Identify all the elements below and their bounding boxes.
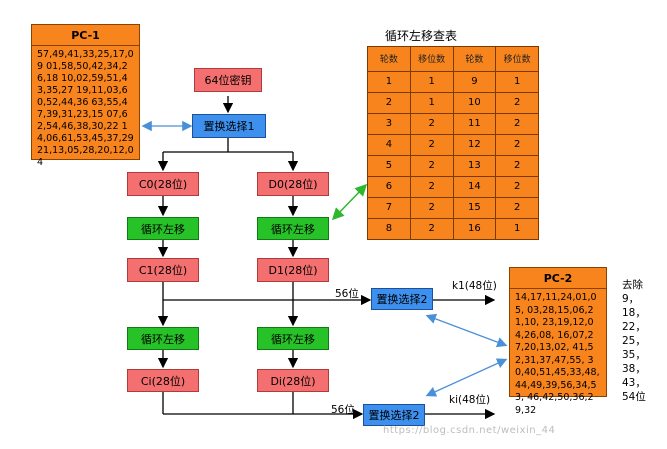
left-shift-box-c-1: 循环左移 (127, 217, 199, 240)
removed-item: 22， (622, 321, 646, 333)
header-shift: 移位数 (495, 46, 539, 72)
ki-label: ki(48位) (449, 394, 491, 406)
table-cell: 2 (495, 133, 539, 156)
pc2-select-box-1: 置换选择2 (371, 288, 433, 310)
header-round: 轮数 (452, 46, 497, 72)
table-cell: 1 (495, 217, 539, 241)
pc1-box: PC-1 57,49,41,33,25,17,09 01,58,50,42,34… (31, 24, 140, 168)
table-cell: 6 (367, 175, 411, 198)
di-box: Di(28位) (257, 369, 329, 392)
table-cell: 2 (495, 112, 539, 135)
table-cell: 8 (367, 217, 411, 241)
removed-title: 去除 (622, 279, 643, 291)
ci-box: Ci(28位) (127, 369, 199, 392)
table-cell: 15 (452, 196, 497, 219)
table-cell: 13 (452, 154, 497, 177)
table-cell: 10 (452, 91, 497, 114)
left-shift-box-d-1: 循环左移 (257, 217, 329, 240)
shift-table-title: 循环左移查表 (385, 29, 458, 43)
table-cell: 2 (409, 196, 454, 219)
table-cell: 1 (367, 70, 411, 93)
d0-box: D0(28位) (257, 172, 329, 196)
watermark: https://blog.csdn.net/weixin_44 (383, 425, 556, 436)
table-cell: 2 (409, 217, 454, 241)
pc2-select-box-2: 置换选择2 (363, 404, 425, 426)
removed-item: 18， (622, 307, 646, 319)
table-cell: 16 (452, 217, 497, 241)
c1-box: C1(28位) (127, 258, 199, 282)
table-cell: 1 (409, 91, 454, 114)
table-cell: 11 (452, 112, 497, 135)
shift-table-header: 轮数 移位数 轮数 移位数 (367, 46, 539, 72)
table-cell: 2 (495, 154, 539, 177)
k1-label: k1(48位) (452, 280, 497, 292)
table-cell: 2 (409, 112, 454, 135)
key-64bit-box: 64位密钥 (194, 68, 262, 92)
d1-box: D1(28位) (257, 258, 329, 282)
c0-box: C0(28位) (127, 172, 199, 196)
pc1-values: 57,49,41,33,25,17,09 01,58,50,42,34,26,1… (37, 49, 134, 168)
removed-item: 38， (622, 363, 646, 375)
removed-bits-note: 去除 9， 18， 22， 25， 35， 38， 43， 54位 (622, 278, 646, 404)
table-cell: 12 (452, 133, 497, 156)
header-shift: 移位数 (409, 46, 454, 72)
table-cell: 1 (495, 70, 539, 93)
table-cell: 2 (367, 91, 411, 114)
removed-item: 35， (622, 349, 646, 361)
table-cell: 2 (495, 91, 539, 114)
bits-56-label-1: 56位 (335, 288, 359, 300)
header-round: 轮数 (367, 46, 411, 72)
table-cell: 14 (452, 175, 497, 198)
left-shift-box-d-2: 循环左移 (257, 327, 329, 350)
pc2-values: 14,17,11,24,01,05, 03,28,15,06,21,10, 23… (515, 292, 600, 416)
removed-item: 9， (622, 293, 640, 305)
bits-56-label-2: 56位 (331, 404, 355, 416)
table-cell: 9 (452, 70, 497, 93)
table-cell: 5 (367, 154, 411, 177)
removed-item: 54位 (622, 391, 646, 403)
table-cell: 7 (367, 196, 411, 219)
table-cell: 2 (495, 175, 539, 198)
table-cell: 2 (409, 133, 454, 156)
pc2-title: PC-2 (510, 268, 606, 289)
table-cell: 3 (367, 112, 411, 135)
pc1-title: PC-1 (32, 25, 139, 46)
removed-item: 25， (622, 335, 646, 347)
pc2-box: PC-2 14,17,11,24,01,05, 03,28,15,06,21,1… (509, 267, 607, 416)
pc1-select-box: 置换选择1 (192, 114, 266, 138)
table-cell: 2 (495, 196, 539, 219)
left-shift-box-c-2: 循环左移 (127, 327, 199, 350)
table-cell: 1 (409, 70, 454, 93)
table-cell: 2 (409, 154, 454, 177)
table-cell: 4 (367, 133, 411, 156)
removed-item: 43， (622, 377, 646, 389)
table-cell: 2 (409, 175, 454, 198)
